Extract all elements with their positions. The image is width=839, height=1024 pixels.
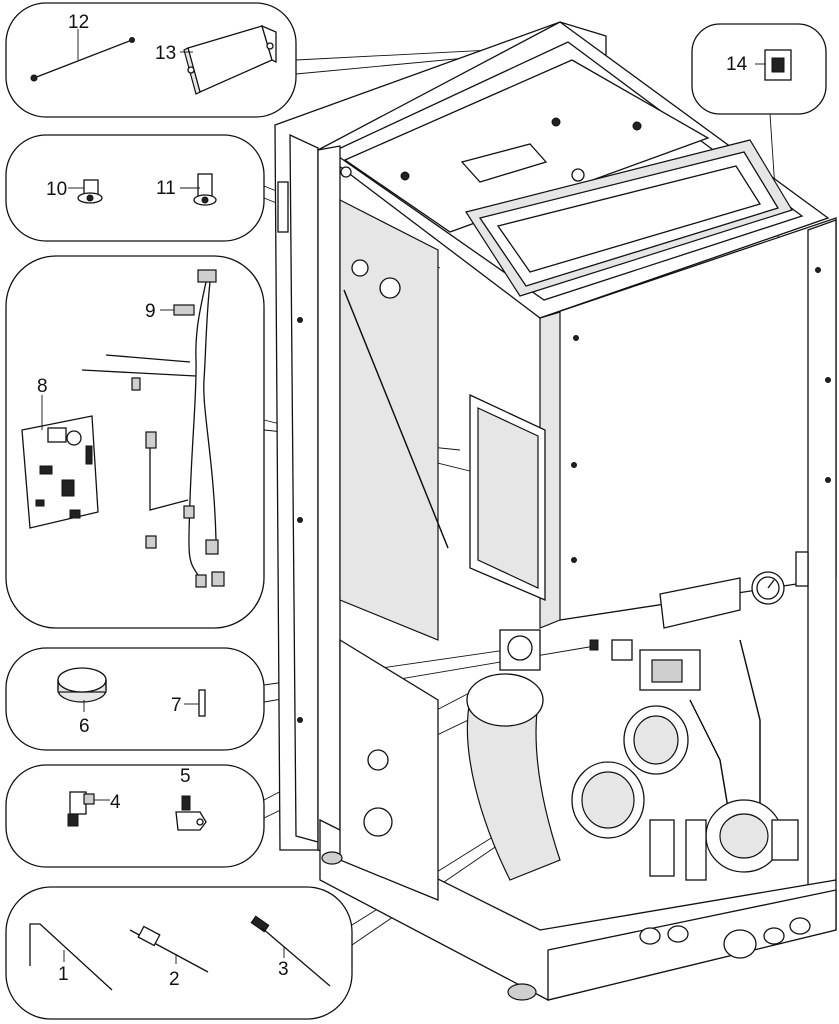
callout-label-11: 11 [156, 178, 176, 199]
callout-label-5: 5 [180, 766, 191, 787]
callout-label-12: 12 [68, 12, 89, 33]
callout-label-8: 8 [37, 376, 48, 397]
callout-label-10: 10 [46, 179, 67, 200]
part-6-cap [57, 667, 107, 712]
callout-label-1: 1 [58, 964, 69, 985]
callout-label-4: 4 [110, 792, 121, 813]
part-9-wiring-harness [81, 269, 225, 588]
part-13-bracket [180, 24, 277, 95]
callout-box-10-11 [5, 134, 265, 242]
part-5-sensor [175, 795, 207, 831]
part-14-switch [755, 49, 792, 81]
callout-label-14: 14 [726, 54, 748, 75]
part-8-control-pcb [21, 395, 99, 529]
part-12-wire-probe [30, 29, 135, 82]
callout-label-13: 13 [155, 43, 176, 64]
part-3-probe [250, 915, 331, 987]
callout-box-8-9 [5, 255, 265, 629]
hydraulic-assembly [466, 571, 811, 959]
part-4-sensor [67, 791, 110, 827]
callout-box-1-2-3 [5, 886, 353, 1020]
callout-label-2: 2 [169, 969, 180, 990]
callout-box-14 [691, 23, 827, 115]
boiler-cabinet [274, 21, 837, 1001]
callout-box-4-5 [5, 764, 265, 868]
part-1-probe [29, 923, 113, 991]
callout-label-6: 6 [79, 716, 90, 737]
part-7-pin [184, 689, 206, 717]
callout-label-7: 7 [171, 695, 182, 716]
part-2-probe [129, 925, 209, 973]
callout-label-3: 3 [278, 959, 289, 980]
part-11-thermostat-clip [180, 173, 217, 206]
callout-label-9: 9 [145, 301, 156, 322]
part-10-thermostat-clip [68, 179, 103, 204]
